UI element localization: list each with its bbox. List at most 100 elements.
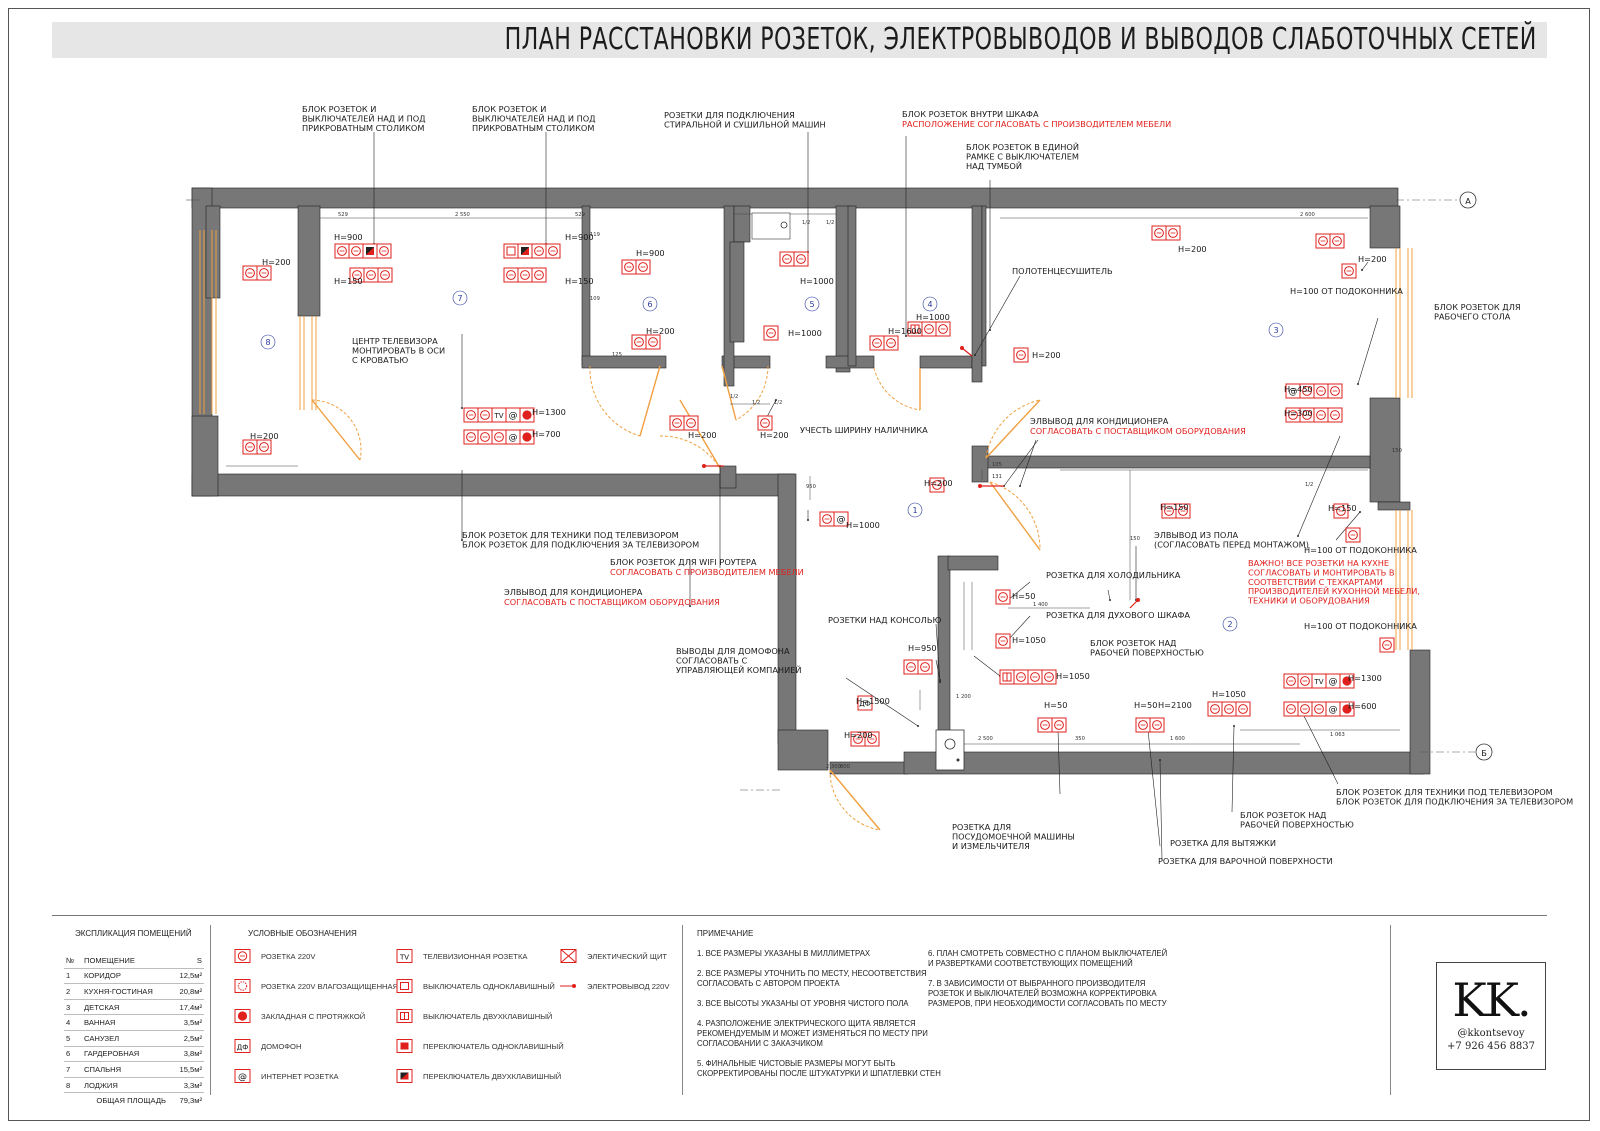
separator — [1390, 925, 1391, 1095]
legend-symbol-df: ДФ — [234, 1039, 251, 1053]
legend-item: ЭЛЕКТРОВЫВОД 220V — [560, 979, 669, 993]
legend-icon — [234, 979, 251, 993]
legend-icon-part: TV — [399, 954, 409, 962]
socket-o — [1341, 263, 1357, 279]
table-cell: ПОМЕЩЕНИЕ — [82, 953, 168, 969]
height-label: Н=200 — [924, 478, 953, 488]
socket-f — [519, 407, 535, 423]
socket-o — [363, 267, 379, 283]
socket-o — [1315, 233, 1331, 249]
socket-icon — [1168, 228, 1178, 238]
legend-symbol-net: @ — [234, 1069, 251, 1083]
socket-icon — [1336, 506, 1346, 516]
socket-icon — [867, 734, 877, 744]
wall — [947, 555, 999, 571]
wall — [581, 355, 667, 369]
table-cell: 3,3м² — [168, 1077, 204, 1094]
socket-icon — [366, 270, 376, 280]
wall — [971, 445, 989, 483]
embedded-icon — [522, 410, 532, 420]
dimension-value: 2 300 — [826, 764, 841, 770]
door-leaf — [639, 365, 661, 437]
annotation-nightstand-line: НАД ТУМБОЙ — [966, 160, 1022, 171]
socket-o — [531, 267, 547, 283]
door-swing — [829, 769, 881, 831]
socket-o — [1165, 225, 1181, 241]
table-cell: КОРИДОР — [82, 968, 168, 985]
socket-o — [1221, 701, 1237, 717]
socket-icon — [1332, 236, 1342, 246]
annotation-hob-line: РОЗЕТКА ДЛЯ ВАРОЧНОЙ ПОВЕРХНОСТИ — [1158, 855, 1333, 866]
annotation-wardrobe: БЛОК РОЗЕТОК ВНУТРИ ШКАФА — [902, 109, 1039, 119]
dimension-value: 1/2 — [774, 400, 782, 406]
height-label: Н=200 — [1032, 350, 1061, 360]
legend-symbol-out — [560, 979, 577, 993]
height-label: Н=200 — [844, 730, 873, 740]
socket-o — [517, 267, 533, 283]
bottom-rule — [52, 915, 1547, 916]
annotation-ac2-line: ЭЛВЫВОД ДЛЯ КОНДИЦИОНЕРА — [504, 587, 643, 597]
socket-o — [242, 439, 258, 455]
legend-icon-part — [400, 1072, 409, 1080]
socket-o — [1135, 717, 1151, 733]
annotation-towel: ПОЛОТЕНЦЕСУШИТЕЛЬ — [1012, 266, 1113, 276]
table-cell: 6 — [64, 1046, 82, 1063]
annotation-console-line: РОЗЕТКИ НАД КОНСОЛЬЮ — [828, 615, 941, 625]
legend-label: ДОМОФОН — [261, 1041, 302, 1051]
legend-symbol-ps1 — [396, 1039, 413, 1053]
height-label: Н=200 — [688, 430, 717, 440]
note-item: 5. ФИНАЛЬНЫЕ ЧИСТОВЫЕ РАЗМЕРЫ МОГУТ БЫТЬ… — [697, 1059, 941, 1078]
annotation-ac2-red-line: СОГЛАСОВАТЬ С ПОСТАВЩИКОМ ОБОРУДОВАНИЯ — [504, 597, 720, 607]
leader-line — [1003, 439, 1039, 487]
leader-line — [1147, 729, 1161, 847]
legend-icon — [396, 1069, 413, 1083]
legend-item: TV ТЕЛЕВИЗИОННАЯ РОЗЕТКА — [396, 949, 527, 963]
dimension-value: 2 500 — [978, 736, 993, 742]
washer-knob — [780, 221, 788, 229]
socket-icon — [1344, 266, 1354, 276]
dimension-value: 2 550 — [455, 212, 470, 218]
legend-label: ПЕРЕКЛЮЧАТЕЛЬ ОДНОКЛАВИШНЫЙ — [423, 1041, 564, 1051]
leader-line — [974, 275, 1021, 356]
dimension-value: 1 063 — [1330, 732, 1345, 738]
switch-icon-fill — [366, 247, 374, 255]
dimension-value: 529 — [575, 212, 585, 218]
annotation-bed2-line: ВЫКЛЮЧАТЕЛЕЙ НАД И ПОД — [472, 112, 596, 123]
annotation-bed2-line: БЛОК РОЗЕТОК И — [472, 104, 546, 114]
leader-line — [1231, 725, 1235, 813]
socket-sw2 — [517, 243, 533, 259]
explication-title: ЭКСПЛИКАЦИЯ ПОМЕЩЕНИЙ — [75, 929, 192, 938]
socket-o — [929, 477, 945, 493]
door-swing — [873, 367, 921, 411]
door-leaf — [311, 399, 361, 461]
legend-label: ТЕЛЕВИЗИОННАЯ РОЗЕТКА — [423, 951, 528, 961]
socket-label: TV — [1313, 678, 1323, 686]
leader-line — [1357, 317, 1379, 385]
dimension-value: 150 — [1392, 448, 1402, 454]
height-label: Н=200 — [646, 326, 675, 336]
socket-icon — [648, 337, 658, 347]
annotation-wifi: БЛОК РОЗЕТОК ДЛЯ WIFI РОУТЕРА — [610, 557, 757, 567]
door-leaf — [829, 769, 881, 831]
legend-icon-part — [400, 982, 409, 990]
dimension-value: 350 — [1075, 736, 1085, 742]
socket-icon — [1210, 704, 1220, 714]
socket-f — [519, 429, 535, 445]
annotation-kitchen-red-line: СОГЛАСОВАТЬ И МОНТИРОВАТЬ В — [1248, 567, 1395, 577]
socket-label: @ — [837, 515, 846, 525]
legend-title: УСЛОВНЫЕ ОБОЗНАЧЕНИЯ — [248, 929, 357, 938]
annotation-trim-line: УЧЕСТЬ ШИРИНУ НАЛИЧНИКА — [800, 425, 928, 435]
dimension-value: 125 — [612, 352, 622, 358]
socket-o — [935, 321, 951, 337]
separator — [682, 925, 683, 1095]
socket-o — [1151, 225, 1167, 241]
socket-icon — [634, 337, 644, 347]
socket-icon — [466, 410, 476, 420]
socket-icon — [520, 270, 530, 280]
